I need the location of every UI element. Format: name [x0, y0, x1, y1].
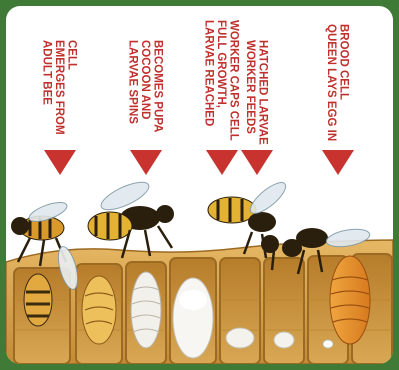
label-line: COCOON AND — [139, 40, 151, 119]
emerging-bee-body — [24, 274, 52, 326]
label-line: LARVAE REACHED — [203, 20, 215, 126]
label-line: WORKER CAPS CELL — [228, 20, 240, 141]
larva-2 — [274, 332, 294, 348]
label-line: LARVAE SPINS — [127, 40, 139, 124]
larva-1 — [226, 328, 254, 348]
label-line: HATCHED LARVAE — [256, 40, 268, 145]
label-line: BROOD CELL — [337, 24, 349, 100]
label-line: QUEEN LAYS EGG IN — [325, 24, 337, 141]
label-line: ADULT BEE — [41, 40, 53, 105]
label-line: CELL — [66, 40, 78, 70]
label-line: WORKER FEEDS — [244, 40, 256, 134]
yellow-pupa — [82, 276, 116, 344]
label-line: BECOMES PUPA — [152, 40, 164, 132]
queen-abdomen — [330, 256, 370, 344]
white-pupa-1 — [131, 272, 161, 348]
label-line: FULL GROWTH, — [215, 20, 227, 108]
egg — [323, 340, 333, 348]
label-line: EMERGES FROM — [53, 40, 65, 135]
